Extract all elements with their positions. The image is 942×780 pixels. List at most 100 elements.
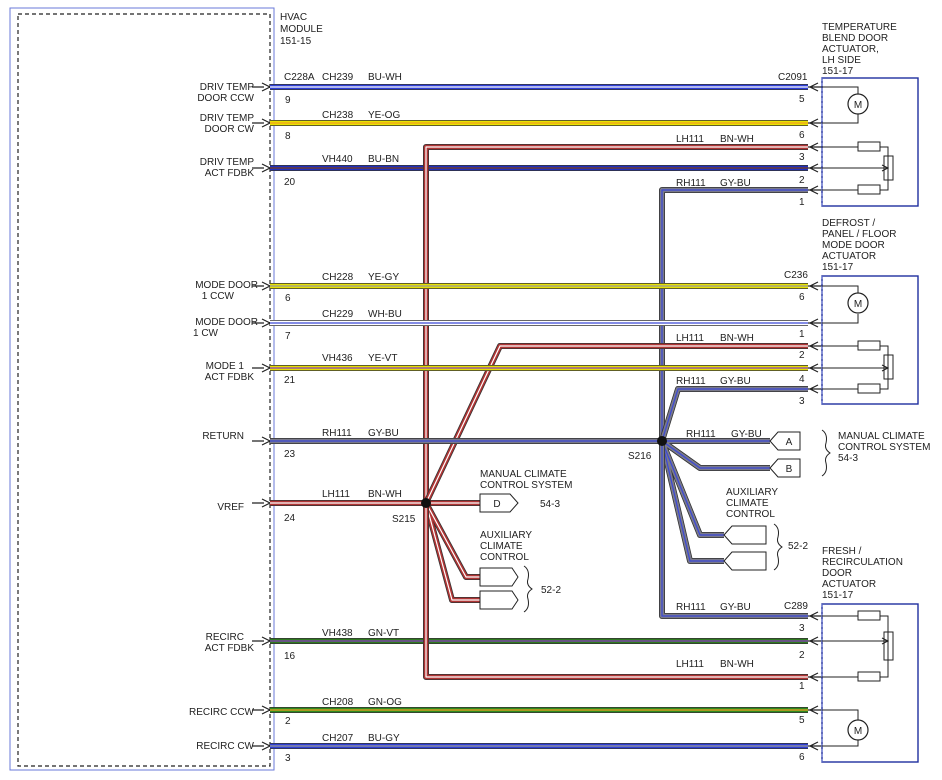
wire-color: GY-BU — [720, 376, 751, 387]
pin-label: RECIRC — [206, 632, 244, 643]
pin-number: 5 — [799, 715, 805, 726]
wire-circuit: CH208 — [322, 697, 354, 708]
mode-door-actuator: M DEFROST / PANEL / FLOOR MODE DOOR ACTU… — [821, 218, 919, 405]
module-title-line: 151-15 — [280, 36, 312, 47]
pin-number: 3 — [285, 753, 291, 764]
actuator-title: ACTUATOR — [822, 579, 876, 590]
wire-rh111-b — [659, 386, 808, 442]
pin-number: 24 — [284, 513, 296, 524]
wire-color: GN-VT — [368, 628, 399, 639]
ref-title: MANUAL CLIMATE — [838, 431, 925, 442]
wire-lh111-b — [423, 343, 808, 505]
pin-number: 5 — [799, 94, 805, 105]
recirc-actuator: M FRESH / RECIRCULATION DOOR ACTUATOR 15… — [821, 546, 919, 763]
wire-lh111-c — [423, 503, 808, 680]
ref-page: 54-3 — [540, 499, 560, 510]
wire-lh111-vref — [270, 500, 480, 603]
actuator-pin-numbers: 5 6 3 2 1 6 1 2 4 3 3 2 1 5 6 — [799, 94, 805, 763]
wire-circuit: VH438 — [322, 628, 353, 639]
module-pin-numbers: 9 8 20 6 7 21 23 24 16 2 3 — [284, 95, 296, 764]
motor-icon — [847, 292, 869, 314]
pin-label: RECIRC CCW — [189, 707, 255, 718]
splice-s215 — [421, 498, 431, 508]
wire-circuit: LH111 — [322, 489, 350, 500]
ref-title: CONTROL — [480, 552, 529, 563]
wire-circuit: RH111 — [676, 178, 706, 189]
wire-color: GY-BU — [731, 429, 762, 440]
wire-color: BU-BN — [368, 154, 399, 165]
pin-label: DOOR CCW — [197, 93, 254, 104]
wire-labels: C228A CH239 BU-WH CH238 YE-OG VH440 BU-B… — [284, 72, 808, 744]
motor-icon-label: M — [854, 726, 862, 737]
wire-color: YE-VT — [368, 353, 397, 364]
wire-rh111-c — [659, 441, 808, 619]
wire-color: GN-OG — [368, 697, 402, 708]
pin-number: 20 — [284, 177, 296, 188]
pin-label: MODE 1 — [206, 361, 245, 372]
module-title-line: HVAC — [280, 12, 307, 23]
wire-circuit: LH111 — [676, 659, 704, 670]
wire-rh111-s216 — [659, 438, 770, 564]
actuator-title: TEMPERATURE — [822, 22, 897, 33]
pin-label: DRIV TEMP — [200, 82, 255, 93]
pin-number: 6 — [285, 293, 291, 304]
plug-label: A — [786, 437, 793, 448]
wire-circuit: CH229 — [322, 309, 354, 320]
motor-icon-label: M — [854, 299, 862, 310]
wire-circuit: CH239 — [322, 72, 354, 83]
plug-label: D — [493, 499, 500, 510]
pin-label: RECIRC CW — [196, 741, 254, 752]
actuator-title: MODE DOOR — [822, 240, 885, 251]
wire-color: YE-GY — [368, 272, 399, 283]
pin-number: 9 — [285, 95, 291, 106]
pin-number: 3 — [799, 623, 805, 634]
module-pin-arrows — [252, 82, 272, 751]
temp-blend-actuator: M TEMPERATURE BLEND DOOR ACTUATOR, LH SI… — [821, 22, 919, 207]
wire-lh111-a — [423, 144, 808, 503]
wire-color: BU-WH — [368, 72, 402, 83]
wires — [270, 84, 808, 749]
ref-title: CONTROL SYSTEM — [838, 442, 930, 453]
splice-label: S216 — [628, 451, 652, 462]
actuator-title: BLEND DOOR — [822, 33, 888, 44]
wire-color: WH-BU — [368, 309, 402, 320]
ref-page: 54-3 — [838, 453, 858, 464]
motor-icon — [847, 719, 869, 741]
pin-label: ACT FDBK — [205, 643, 255, 654]
wire-circuit: CH228 — [322, 272, 354, 283]
actuator-title: DOOR — [822, 568, 852, 579]
motor-icon-label: M — [854, 100, 862, 111]
pin-label: RETURN — [202, 431, 244, 442]
pin-label: DRIV TEMP — [200, 113, 255, 124]
ref-page: 52-2 — [541, 585, 561, 596]
pin-number: 3 — [799, 396, 805, 407]
wire-circuit: LH111 — [676, 333, 704, 344]
pin-label: ACT FDBK — [205, 168, 255, 179]
pin-number: 8 — [285, 131, 291, 142]
actuator-pin-arrows — [808, 82, 822, 751]
actuator-title: DEFROST / — [822, 218, 875, 229]
wire-color: BN-WH — [720, 134, 754, 145]
pin-label: 1 CCW — [202, 291, 235, 302]
pin-label: ACT FDBK — [205, 372, 255, 383]
wire-color: BN-WH — [368, 489, 402, 500]
aux-left-ref: AUXILIARY CLIMATE CONTROL 52-2 — [479, 530, 561, 613]
actuator-title: LH SIDE — [822, 55, 861, 66]
wire-circuit: VH440 — [322, 154, 353, 165]
pin-number: 23 — [284, 449, 296, 460]
actuator-title: ACTUATOR — [822, 251, 876, 262]
ref-title: CONTROL SYSTEM — [480, 480, 572, 491]
wire-color: BN-WH — [720, 333, 754, 344]
motor-icon — [847, 93, 869, 115]
ref-title: CLIMATE — [726, 498, 769, 509]
actuator-title: 151-17 — [822, 590, 854, 601]
pin-label: MODE DOOR — [195, 280, 258, 291]
wire-circuit: CH207 — [322, 733, 354, 744]
ref-title: AUXILIARY — [726, 487, 778, 498]
pin-label: 1 CW — [193, 328, 219, 339]
ref-page: 52-2 — [788, 541, 808, 552]
actuator-title: RECIRCULATION — [822, 557, 903, 568]
actuator-title: ACTUATOR, — [822, 44, 879, 55]
splice-label: S215 — [392, 514, 416, 525]
ref-title: CLIMATE — [480, 541, 523, 552]
